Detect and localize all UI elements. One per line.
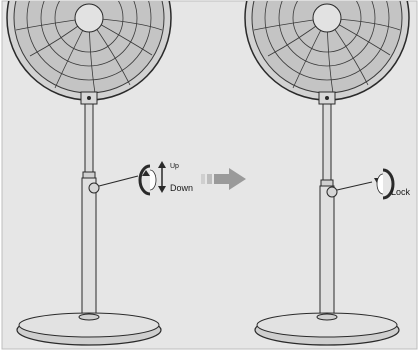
left-fan (6, 1, 172, 346)
collar-left (82, 171, 96, 179)
fan-head-right (244, 1, 410, 105)
pointer-line-right (336, 181, 373, 191)
rotate-arrows-icon (138, 164, 157, 196)
collar-right (320, 179, 334, 187)
locking-knob-right (326, 186, 338, 198)
rotate-arrow-icon (374, 168, 395, 200)
up-down-arrow-icon (158, 161, 166, 193)
inner-pole-left (84, 103, 94, 175)
locking-knob-left (88, 182, 100, 194)
label-up: Up (170, 163, 179, 170)
outer-tube-right (319, 185, 335, 317)
pointer-line-left (98, 175, 139, 187)
outer-tube-left (81, 177, 97, 317)
base-right (254, 312, 400, 346)
base-left (16, 312, 162, 346)
right-arrow-icon (201, 168, 246, 190)
inner-pole-right (322, 103, 332, 183)
fan-head-left (6, 1, 172, 105)
label-lock: Lock (391, 187, 411, 197)
label-down: Down (170, 183, 193, 193)
right-fan (244, 1, 410, 346)
